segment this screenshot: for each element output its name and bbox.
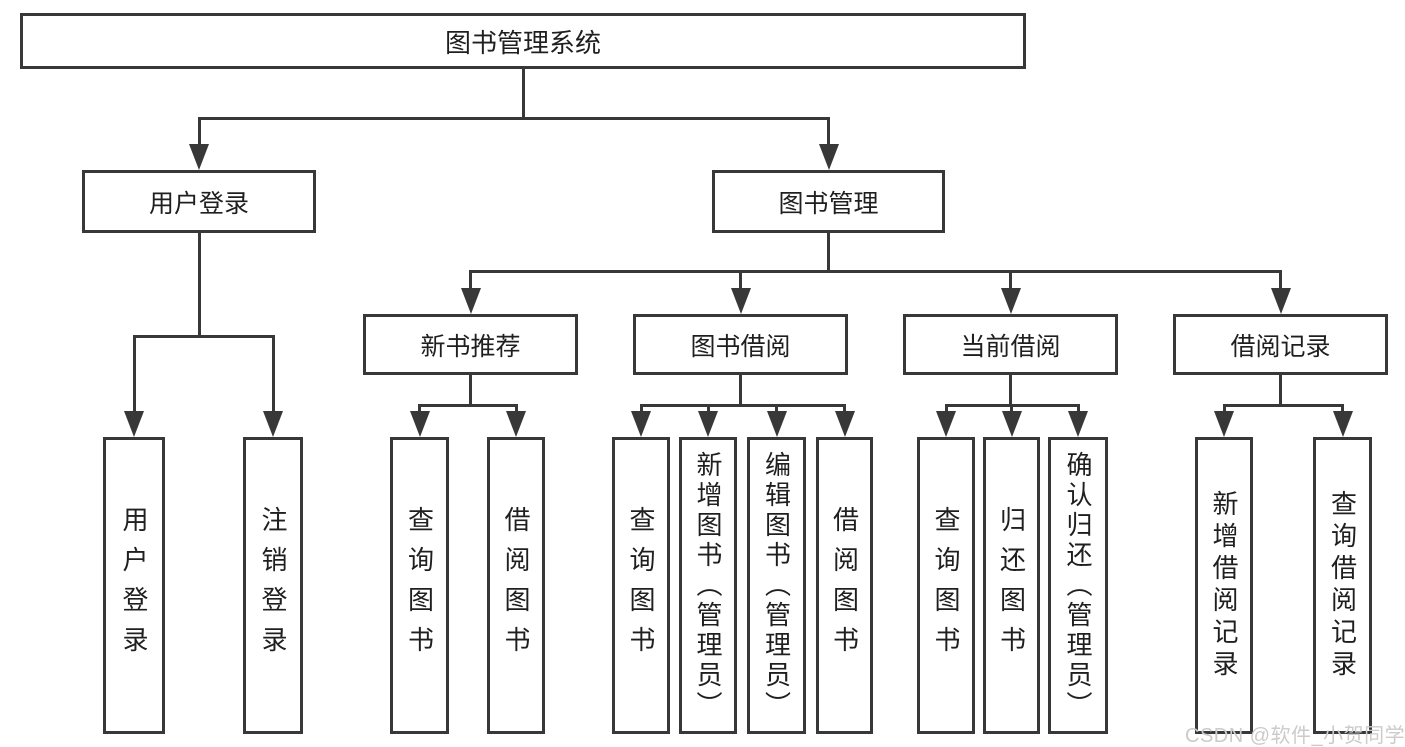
- connector-line: [197, 233, 201, 338]
- arrowhead-icon: [698, 411, 718, 437]
- node-label: 当前借阅: [960, 332, 1061, 361]
- leaf-label: 用户登录: [119, 505, 149, 666]
- leaf-logout: 注销登录: [243, 437, 303, 734]
- arrowhead-icon: [124, 411, 144, 437]
- leaf-borrow-add-books-admin: 新增图书（管理员）: [679, 437, 737, 734]
- arrowhead-icon: [730, 288, 751, 314]
- leaf-label: 新增借阅记录: [1209, 489, 1239, 682]
- connector-line: [827, 117, 830, 146]
- connector-line: [469, 270, 1282, 273]
- node-label: 新书推荐: [420, 332, 521, 361]
- connector-line: [418, 404, 518, 407]
- connector-line: [469, 375, 472, 407]
- connector-line: [132, 335, 275, 338]
- connector-line: [639, 404, 643, 413]
- arrowhead-icon: [1332, 411, 1353, 437]
- arrowhead-icon: [189, 144, 209, 170]
- watermark: CSDN @软件_小贺同学: [1185, 725, 1405, 747]
- leaf-label: 借阅图书: [829, 505, 860, 666]
- leaf-label: 查询借阅记录: [1327, 489, 1358, 682]
- connector-line: [1009, 270, 1012, 290]
- leaf-label: 查询图书: [931, 505, 961, 666]
- arrowhead-icon: [1270, 288, 1291, 314]
- leaf-records-add-record: 新增借阅记录: [1195, 437, 1253, 734]
- leaf-label: 查询图书: [626, 505, 656, 666]
- arrowhead-icon: [1068, 411, 1088, 437]
- connector-line: [843, 404, 846, 413]
- node-current-borrow: 当前借阅: [903, 314, 1118, 375]
- arrowhead-icon: [460, 288, 481, 314]
- leaf-label: 注销登录: [258, 505, 288, 666]
- arrowhead-icon: [263, 411, 283, 437]
- connector-line: [469, 270, 472, 290]
- connector-line: [418, 404, 421, 413]
- connector-line: [639, 404, 846, 407]
- connector-line: [944, 404, 948, 413]
- connector-line: [271, 335, 275, 413]
- arrowhead-icon: [409, 411, 430, 437]
- arrowhead-icon: [818, 144, 839, 170]
- leaf-current-confirm-return-admin: 确认归还（管理员）: [1048, 437, 1108, 734]
- arrowhead-icon: [834, 411, 855, 437]
- connector-line: [739, 375, 742, 407]
- connector-line: [521, 69, 525, 120]
- leaf-label: 查询图书: [404, 505, 435, 666]
- leaf-current-query-books: 查询图书: [917, 437, 975, 734]
- connector-line: [1279, 270, 1282, 290]
- connector-line: [1222, 404, 1226, 413]
- node-label: 图书管理: [778, 189, 879, 218]
- connector-line: [197, 117, 201, 146]
- arrowhead-icon: [506, 411, 526, 437]
- leaf-borrow-edit-books-admin: 编辑图书（管理员）: [747, 437, 806, 734]
- leaf-records-query-record: 查询借阅记录: [1313, 437, 1372, 734]
- leaf-borrow-query-books: 查询图书: [612, 437, 670, 734]
- connector-line: [514, 404, 518, 413]
- leaf-label: 归还图书: [996, 505, 1027, 666]
- leaf-label: 借阅图书: [501, 505, 531, 666]
- connector-line: [1341, 404, 1344, 413]
- connector-line: [706, 404, 710, 413]
- arrowhead-icon: [1001, 411, 1022, 437]
- leaf-user-login: 用户登录: [103, 437, 165, 734]
- leaf-current-return-books: 归还图书: [983, 437, 1040, 734]
- leaf-label: 新增图书（管理员）: [693, 450, 723, 721]
- arrowhead-icon: [1214, 411, 1234, 437]
- connector-line: [197, 117, 830, 120]
- arrowhead-icon: [631, 411, 651, 437]
- node-label: 图书借阅: [690, 332, 791, 361]
- connector-line: [1279, 375, 1282, 407]
- node-label: 图书管理系统: [444, 27, 601, 58]
- node-label: 用户登录: [148, 189, 249, 218]
- arrowhead-icon: [1000, 288, 1021, 314]
- connector-line: [1076, 404, 1080, 413]
- connector-line: [1222, 404, 1344, 407]
- connector-line: [739, 270, 742, 290]
- leaf-recommend-borrow-books: 借阅图书: [487, 437, 545, 734]
- connector-line: [775, 404, 778, 413]
- leaf-recommend-query-books: 查询图书: [390, 437, 449, 734]
- connector-line: [1010, 404, 1013, 413]
- node-borrow-records: 借阅记录: [1173, 314, 1388, 375]
- node-new-book-recommend: 新书推荐: [363, 314, 578, 375]
- node-library-system: 图书管理系统: [20, 13, 1026, 69]
- leaf-label: 编辑图书（管理员）: [761, 450, 792, 721]
- node-book-borrow: 图书借阅: [633, 314, 848, 375]
- leaf-borrow-borrow-books: 借阅图书: [816, 437, 873, 734]
- leaf-label: 确认归还（管理员）: [1063, 450, 1093, 721]
- node-book-management: 图书管理: [712, 170, 945, 233]
- connector-line: [1009, 375, 1012, 407]
- connector-line: [132, 335, 136, 413]
- arrowhead-icon: [766, 411, 787, 437]
- node-user-login: 用户登录: [82, 170, 316, 233]
- arrowhead-icon: [936, 411, 956, 437]
- node-label: 借阅记录: [1230, 332, 1331, 361]
- connector-line: [827, 233, 830, 273]
